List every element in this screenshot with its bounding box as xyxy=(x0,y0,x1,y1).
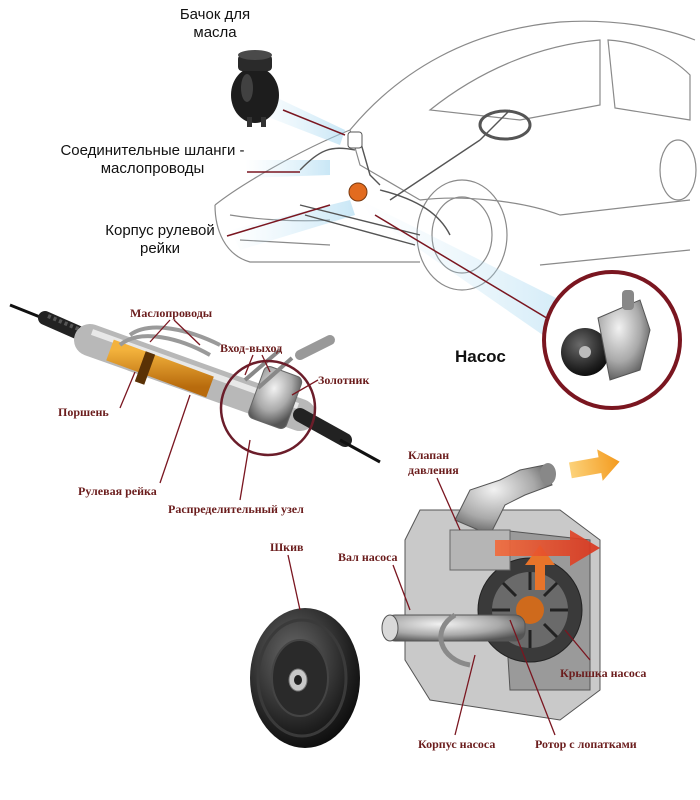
label-spool: Золотник xyxy=(318,373,370,387)
leader-lines-rack xyxy=(119,319,319,501)
label-body: Корпус насоса xyxy=(418,737,496,751)
pump-callout xyxy=(542,270,682,410)
pulley-image xyxy=(250,608,360,748)
pump-mini xyxy=(348,182,368,202)
leader-lines-pump xyxy=(287,477,591,736)
distributor-callout-circle xyxy=(219,359,317,457)
label-distributor: Распределительный узел xyxy=(168,502,304,516)
reservoir-mini xyxy=(347,131,363,149)
label-reservoir: Бачок для масла xyxy=(179,6,251,41)
label-shaft: Вал насоса xyxy=(338,550,398,564)
steering-rack xyxy=(9,303,381,464)
label-pressure-valve: Клапан давления xyxy=(408,448,459,477)
leader-lines-top xyxy=(226,109,551,321)
label-hoses: Соединительные шланги - маслопроводы xyxy=(60,142,245,177)
label-rotor: Ротор с лопатками xyxy=(535,737,637,751)
inflow-arrow xyxy=(568,449,620,481)
label-cover: Крышка насоса xyxy=(560,666,647,680)
label-oil-lines: Маслопроводы xyxy=(130,306,213,320)
label-piston: Поршень xyxy=(58,405,109,419)
pointer-beams xyxy=(230,85,560,340)
label-pulley: Шкив xyxy=(270,540,304,554)
outflow-arrow xyxy=(495,530,600,566)
pump-cutaway xyxy=(381,463,601,721)
label-inlet-outlet: Вход-выход xyxy=(220,341,283,355)
label-rack: Рулевая рейка xyxy=(78,484,157,498)
label-rack-housing: Корпус рулевой рейки xyxy=(105,222,215,257)
label-pump: Насос xyxy=(455,347,506,366)
car-illustration xyxy=(214,20,697,291)
reservoir-image xyxy=(231,50,279,127)
steering-system-sketch xyxy=(299,109,532,246)
